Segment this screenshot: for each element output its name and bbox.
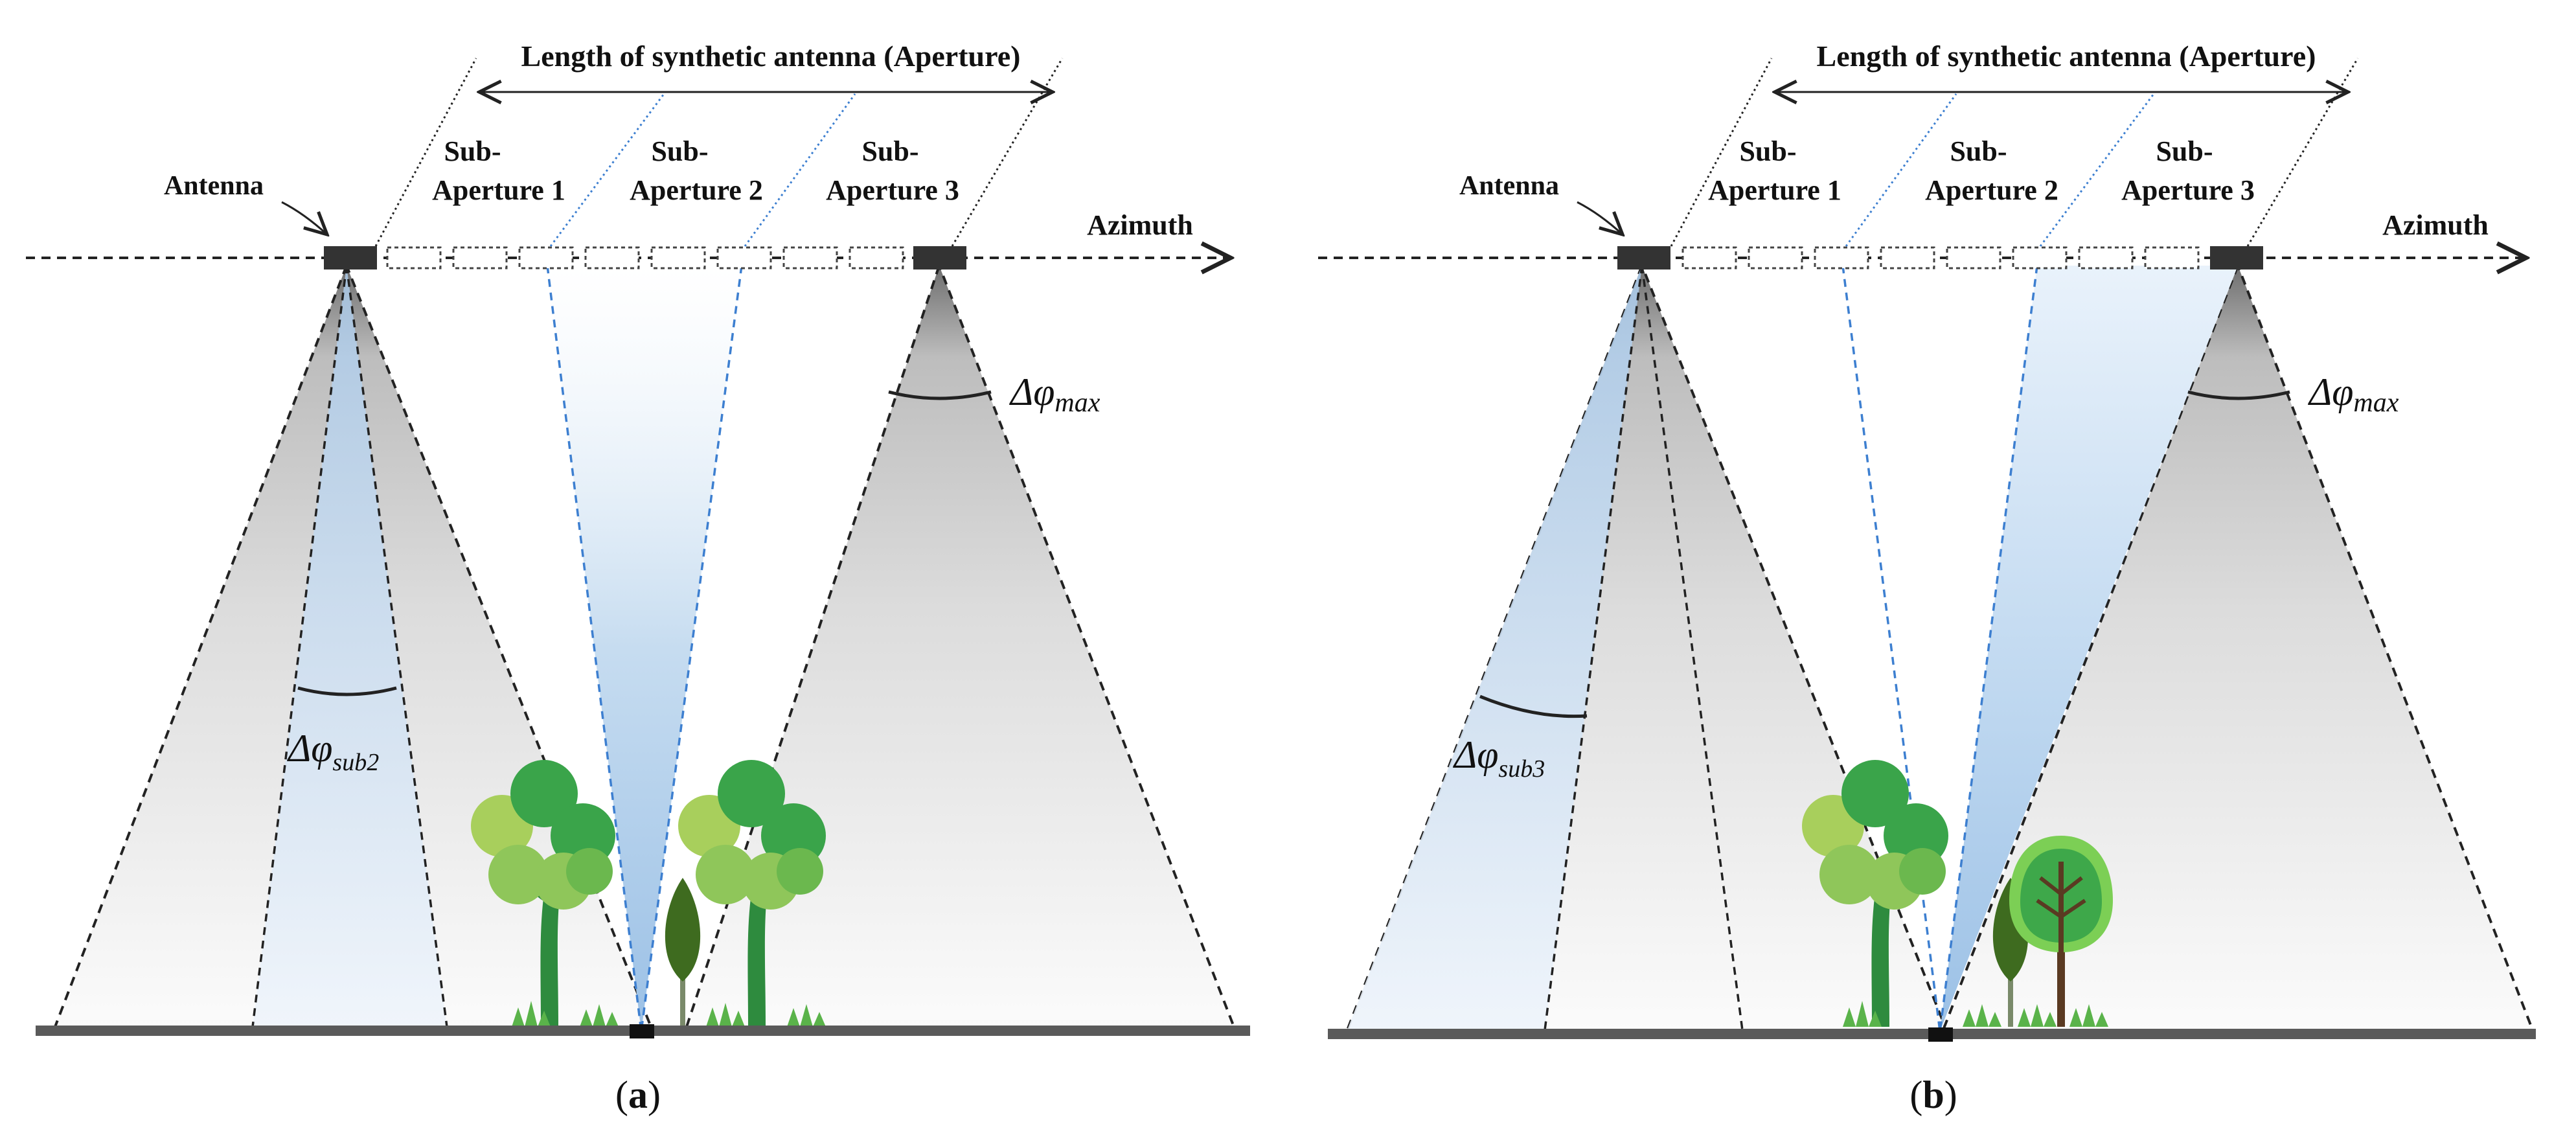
- sub-beam-edge: [1939, 265, 2038, 1032]
- antenna-end: [913, 246, 966, 269]
- antenna-elements: [1681, 246, 2200, 269]
- max-angle-label: Δφmax: [1009, 371, 1100, 418]
- azimuth-label: Azimuth: [1087, 209, 1193, 241]
- antenna-label: Antenna: [1459, 171, 1559, 201]
- sub-beam-edge: [546, 265, 643, 1032]
- panel-b: Length of synthetic antenna (Aperture) A…: [1318, 40, 2536, 1116]
- sub-beam-edge: [1641, 265, 1744, 1031]
- max-angle-arc: [2187, 390, 2290, 400]
- sub-aperture-beam-center: [547, 266, 742, 1031]
- grass-icon: [1843, 1001, 2108, 1027]
- panel-caption-b: (b): [1909, 1073, 1957, 1116]
- sub-aperture-beam-left: [253, 266, 447, 1027]
- antenna-start: [1617, 246, 1670, 269]
- sub-angle-arc: [1479, 694, 1588, 718]
- panel-caption-a: (a): [615, 1073, 661, 1116]
- right-antenna-beam: [1941, 262, 2535, 1031]
- panel-a: Length of synthetic antenna (Aperture) A…: [26, 40, 1250, 1116]
- sub-beam-edge: [345, 265, 448, 1027]
- sub-angle-label: Δφsub3: [1453, 733, 1545, 783]
- target-point: [1928, 1027, 1953, 1042]
- sub-aperture-divider: [744, 93, 856, 247]
- aperture-guide: [951, 58, 1064, 247]
- grass-icon: [512, 1001, 826, 1027]
- antenna-end: [2210, 246, 2263, 269]
- max-angle-label: Δφmax: [2308, 371, 2399, 418]
- aperture-guide: [2246, 58, 2359, 247]
- pine-tree-icon: [2009, 836, 2113, 1027]
- tree-icon: [471, 760, 615, 1027]
- target-point: [630, 1024, 654, 1038]
- sub-beam-edge: [1544, 265, 1643, 1031]
- sub-beam-edge: [1841, 265, 1941, 1032]
- antenna-start: [324, 246, 377, 269]
- antenna-label: Antenna: [164, 171, 264, 201]
- sub-beam-edge: [640, 265, 743, 1032]
- tree-icon: [1802, 760, 1948, 1027]
- sub-angle-label: Δφsub2: [287, 727, 379, 776]
- antenna-pointer: [1577, 201, 1623, 235]
- max-angle-arc: [888, 390, 992, 400]
- cypress-tree-icon: [665, 878, 701, 1027]
- sub-aperture-2-label: Sub- Aperture 2: [1925, 135, 2058, 206]
- sub-aperture-beam-right: [1940, 266, 2238, 1031]
- aperture-label: Length of synthetic antenna (Aperture): [521, 40, 1021, 73]
- tree-icon: [678, 760, 826, 1027]
- azimuth-label: Azimuth: [2382, 209, 2489, 241]
- antenna-elements: [386, 246, 904, 269]
- sub-aperture-3-label: Sub- Aperture 3: [826, 135, 959, 206]
- sub-aperture-1-label: Sub- Aperture 1: [1708, 135, 1841, 206]
- sub-aperture-divider: [549, 93, 665, 247]
- sub-aperture-1-label: Sub- Aperture 1: [432, 135, 565, 206]
- sub-aperture-divider: [2039, 93, 2155, 247]
- sub-angle-arc: [297, 686, 397, 696]
- aperture-guide: [1670, 58, 1773, 247]
- aperture-label: Length of synthetic antenna (Aperture): [1817, 40, 2316, 73]
- right-antenna-beam: [685, 262, 1236, 1028]
- sub-beam-edge: [251, 265, 348, 1027]
- antenna-pointer: [281, 201, 327, 235]
- sub-aperture-divider: [1845, 93, 1957, 247]
- sub-aperture-3-label: Sub- Aperture 3: [2121, 135, 2255, 206]
- aperture-guide: [374, 58, 477, 247]
- sub-aperture-2-label: Sub- Aperture 2: [630, 135, 763, 206]
